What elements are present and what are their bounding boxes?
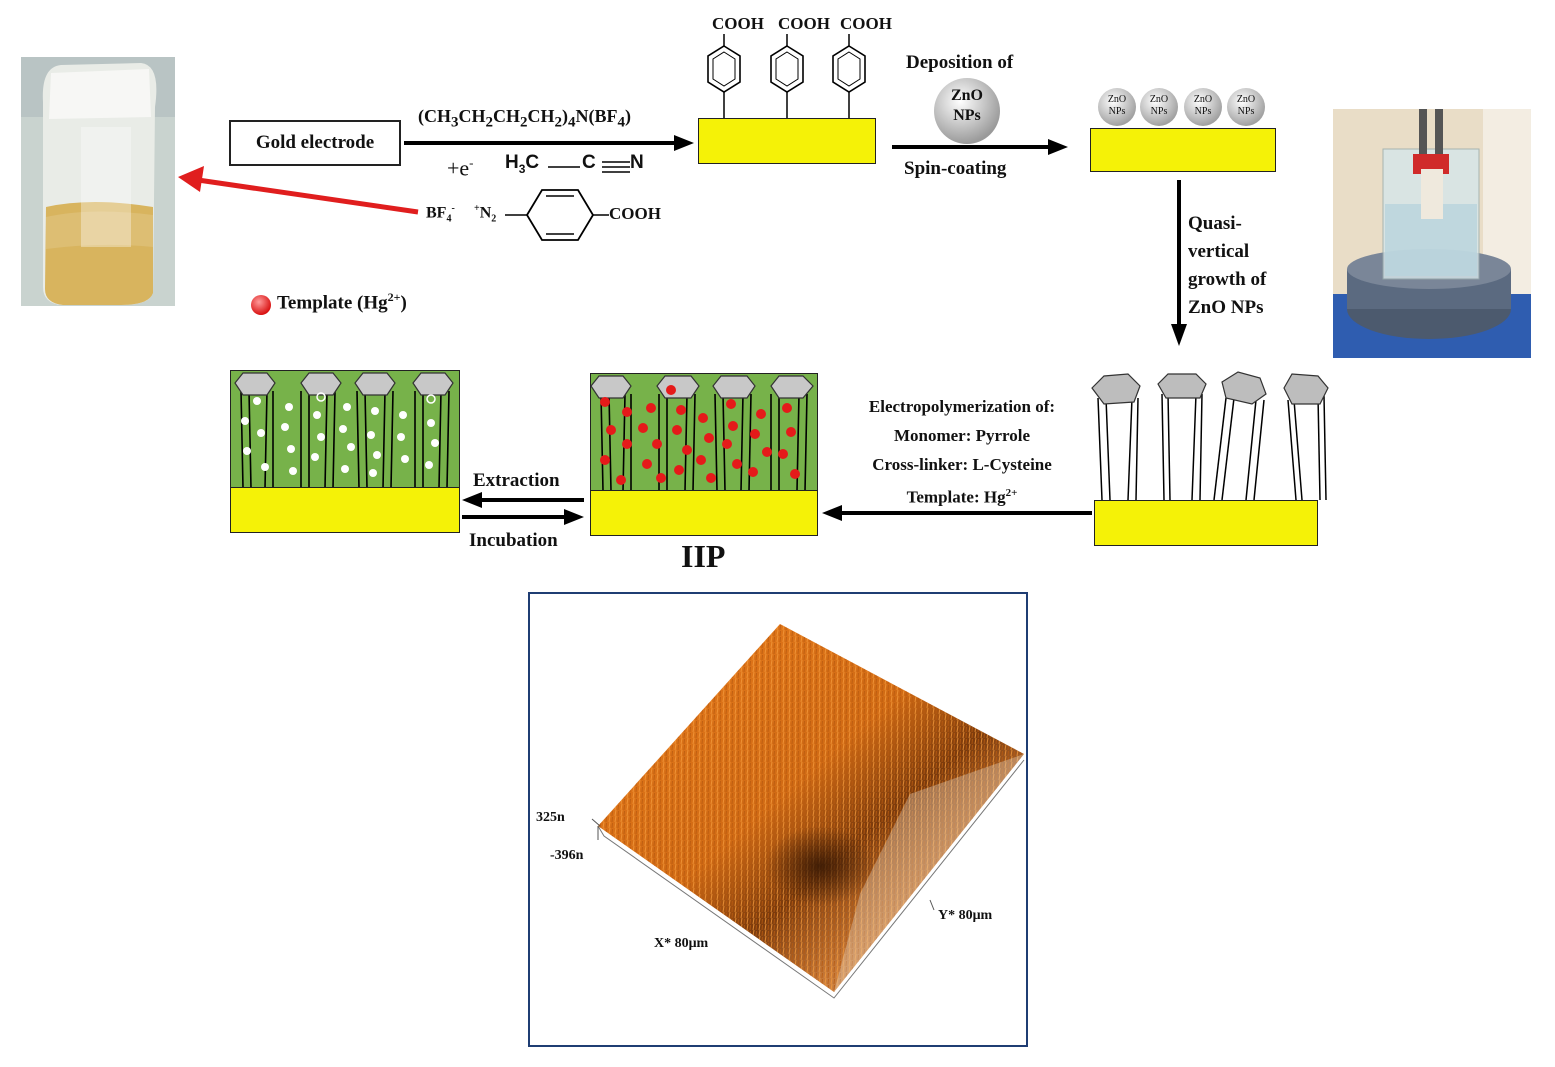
grafted-benzoic-layer xyxy=(707,34,866,118)
cooh-label: COOH xyxy=(778,14,830,33)
afm-surface xyxy=(591,624,1025,999)
template-dot-icon xyxy=(251,295,271,315)
electropolymerization-arrow xyxy=(822,505,1092,521)
step1-arrow xyxy=(404,135,694,151)
zno-nanorod-array xyxy=(1091,371,1329,501)
nanorod xyxy=(1283,373,1329,501)
afm-frame: 325n -396n X* 80μm Y* 80μm xyxy=(528,592,1028,1047)
nanorod xyxy=(1213,371,1267,501)
acetonitrile-bonds xyxy=(548,161,630,173)
electropolymerization-label: Electropolymerization of: Monomer: Pyrro… xyxy=(868,397,1056,507)
afm-y-axis: Y* 80μm xyxy=(938,908,993,923)
template-legend-label: Template (Hg2+) xyxy=(277,290,407,314)
seed-np-spheres xyxy=(1098,88,1265,126)
afm-x-axis: X* 80μm xyxy=(654,936,709,951)
beaker-illustration xyxy=(1333,109,1531,358)
cooh-label: COOH xyxy=(840,14,892,33)
salt-cooh: COOH xyxy=(609,204,661,223)
acetonitrile-carbon: C xyxy=(582,152,596,173)
cooh-label: COOH xyxy=(712,14,764,33)
grafted-ring xyxy=(707,34,741,118)
afm-z-top: 325n xyxy=(536,810,565,825)
iip-polymer-block xyxy=(590,373,818,492)
zno-np-sphere xyxy=(934,78,1000,144)
seeded-gold-electrode xyxy=(1090,128,1276,172)
rod-cap xyxy=(300,372,342,396)
rod-cap xyxy=(590,375,632,399)
extraction-incubation-arrows xyxy=(462,492,584,525)
nanorod-gold-electrode xyxy=(1094,500,1318,546)
deposition-arrow xyxy=(892,139,1068,155)
vial-illustration xyxy=(21,57,175,306)
rod-cap xyxy=(412,372,454,396)
salt-n2: +N2 xyxy=(474,203,497,225)
deposition-title: Deposition of xyxy=(906,52,1014,73)
electron-label: +e- xyxy=(447,155,474,181)
acetonitrile-nitrogen: N xyxy=(630,152,644,173)
rod-cap xyxy=(770,375,814,399)
grafted-gold-electrode xyxy=(698,118,876,164)
rod-cap xyxy=(234,372,276,396)
beaker-setup-photo xyxy=(1333,109,1531,358)
rod-cap xyxy=(712,375,756,399)
incubation-label: Incubation xyxy=(469,530,558,551)
iip-structure xyxy=(590,375,814,492)
iip-gold-electrode xyxy=(590,490,818,536)
afm-z-bottom: -396n xyxy=(550,848,584,863)
nip-gold-electrode xyxy=(230,487,460,533)
spin-coating-label: Spin-coating xyxy=(904,158,1007,179)
gold-electrode-box: Gold electrode xyxy=(229,120,401,166)
iip-label: IIP xyxy=(681,538,726,574)
electrolyte-formula: (CH3CH2CH2CH2)4N(BF4) xyxy=(418,106,631,131)
red-arrow xyxy=(178,166,419,215)
rod-cap xyxy=(354,372,396,396)
grafted-ring xyxy=(832,34,866,118)
benzene-ring xyxy=(505,189,609,241)
acetonitrile-formula: H3C xyxy=(505,152,540,176)
extraction-label: Extraction xyxy=(473,470,560,491)
nip-polymer-block xyxy=(230,370,460,489)
growth-arrow xyxy=(1171,180,1187,346)
grafted-ring xyxy=(770,34,804,118)
salt-bf4: BF4- xyxy=(426,203,455,225)
nanorod xyxy=(1091,373,1141,501)
extracted-structure xyxy=(234,372,454,489)
rod-cap xyxy=(656,375,700,399)
nanorod xyxy=(1157,373,1207,501)
vial-photo xyxy=(21,57,175,306)
